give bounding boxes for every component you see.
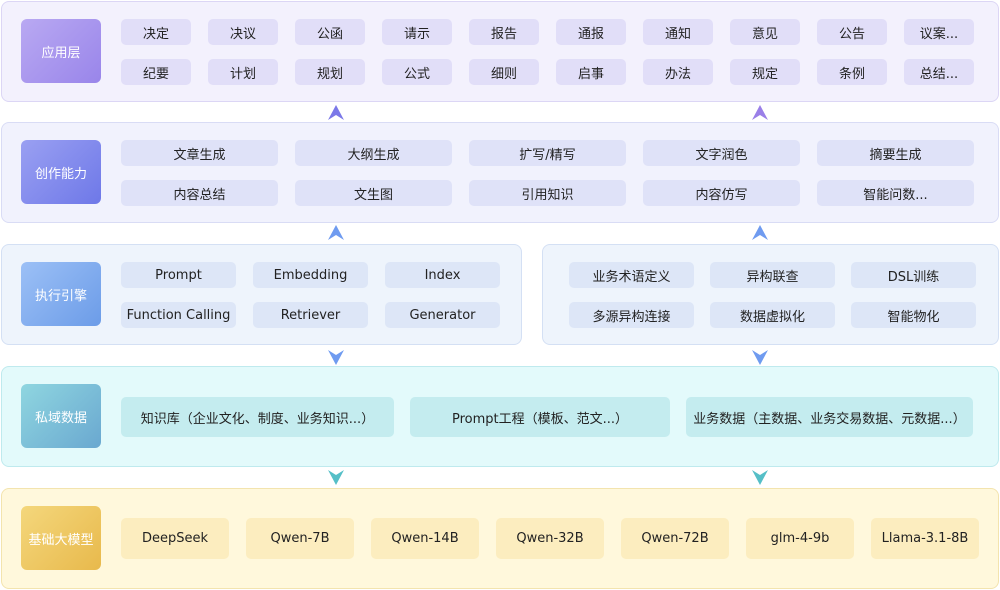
creation-layer-label: 创作能力 <box>21 140 101 204</box>
app-chip: 规划 <box>295 59 365 85</box>
app-chip: 通知 <box>643 19 713 45</box>
creation-chip: 内容仿写 <box>643 180 800 206</box>
base-model-chip: DeepSeek <box>121 518 229 559</box>
creation-chip: 文章生成 <box>121 140 278 166</box>
creation-chip: 智能问数... <box>817 180 974 206</box>
app-chip: 公式 <box>382 59 452 85</box>
engine-layer-label: 执行引擎 <box>21 262 101 326</box>
creation-chip: 引用知识 <box>469 180 626 206</box>
engine-chip: Generator <box>385 302 500 328</box>
engine-chip: Index <box>385 262 500 288</box>
engine-layer-band-left: 执行引擎 <box>1 244 522 345</box>
engine-chip: Retriever <box>253 302 368 328</box>
app-chip: 通报 <box>556 19 626 45</box>
base-model-chip: glm-4-9b <box>746 518 854 559</box>
private-data-chip: Prompt工程（模板、范文...） <box>410 397 670 437</box>
private-data-chip: 知识库（企业文化、制度、业务知识...） <box>121 397 394 437</box>
app-chip: 决议 <box>208 19 278 45</box>
app-chip: 总结... <box>904 59 974 85</box>
base-model-chip: Qwen-14B <box>371 518 479 559</box>
chevron-up-arrow-icon <box>752 105 768 120</box>
engine-chip: Prompt <box>121 262 236 288</box>
app-layer-label: 应用层 <box>21 19 101 83</box>
engine-chip: 数据虚拟化 <box>710 302 835 328</box>
engine-chip: DSL训练 <box>851 262 976 288</box>
app-chip: 议案... <box>904 19 974 45</box>
engine-chip: 智能物化 <box>851 302 976 328</box>
base-model-chip: Llama-3.1-8B <box>871 518 979 559</box>
creation-chip: 文生图 <box>295 180 452 206</box>
engine-chip: Function Calling <box>121 302 236 328</box>
engine-layer-band-right <box>542 244 999 345</box>
app-chip: 规定 <box>730 59 800 85</box>
app-chip: 报告 <box>469 19 539 45</box>
app-chip: 计划 <box>208 59 278 85</box>
chevron-down-arrow-icon <box>328 350 344 365</box>
base-model-chip: Qwen-32B <box>496 518 604 559</box>
chevron-up-arrow-icon <box>752 225 768 240</box>
private-data-layer-label: 私域数据 <box>21 384 101 448</box>
engine-chip: 异构联查 <box>710 262 835 288</box>
app-chip: 意见 <box>730 19 800 45</box>
creation-chip: 摘要生成 <box>817 140 974 166</box>
creation-layer-band: 创作能力 <box>1 122 999 223</box>
app-chip: 公告 <box>817 19 887 45</box>
private-data-chip: 业务数据（主数据、业务交易数据、元数据...） <box>686 397 973 437</box>
creation-chip: 文字润色 <box>643 140 800 166</box>
chevron-up-arrow-icon <box>328 225 344 240</box>
app-chip: 公函 <box>295 19 365 45</box>
creation-chip: 内容总结 <box>121 180 278 206</box>
chevron-down-arrow-icon <box>328 470 344 485</box>
engine-chip: 业务术语定义 <box>569 262 694 288</box>
base-model-chip: Qwen-72B <box>621 518 729 559</box>
chevron-down-arrow-icon <box>752 470 768 485</box>
app-chip: 细则 <box>469 59 539 85</box>
app-chip: 启事 <box>556 59 626 85</box>
app-chip: 决定 <box>121 19 191 45</box>
creation-chip: 大纲生成 <box>295 140 452 166</box>
chevron-up-arrow-icon <box>328 105 344 120</box>
base-model-chip: Qwen-7B <box>246 518 354 559</box>
base-model-layer-label: 基础大模型 <box>21 506 101 570</box>
engine-chip: Embedding <box>253 262 368 288</box>
app-chip: 条例 <box>817 59 887 85</box>
creation-chip: 扩写/精写 <box>469 140 626 166</box>
app-chip: 请示 <box>382 19 452 45</box>
app-chip: 纪要 <box>121 59 191 85</box>
app-chip: 办法 <box>643 59 713 85</box>
engine-chip: 多源异构连接 <box>569 302 694 328</box>
app-layer-band: 应用层 <box>1 1 999 102</box>
chevron-down-arrow-icon <box>752 350 768 365</box>
